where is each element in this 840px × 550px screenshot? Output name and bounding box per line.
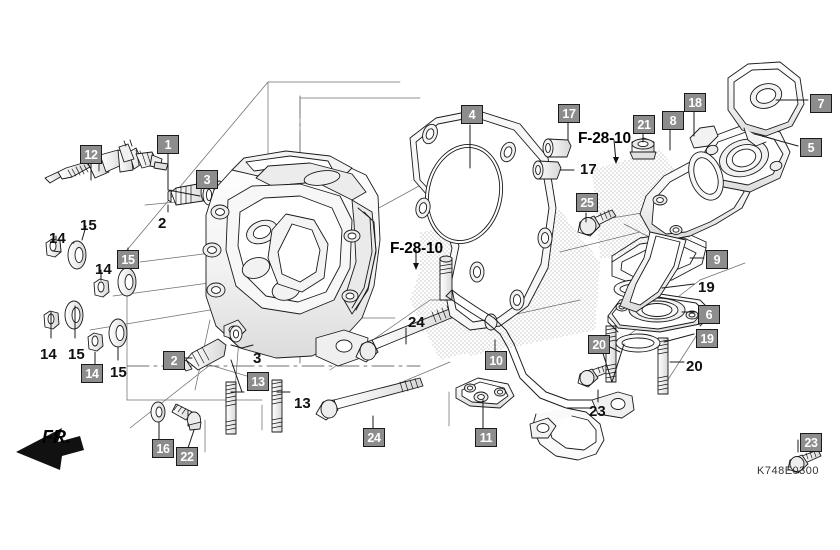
part-stud xyxy=(225,381,237,435)
part-label-9[interactable]: 9 xyxy=(706,250,728,269)
part-number-2: 2 xyxy=(158,215,167,232)
part-flange-bolt xyxy=(171,403,202,431)
washer xyxy=(117,267,137,297)
part-number-23: 23 xyxy=(589,403,606,420)
part-flange-bolt xyxy=(577,209,617,237)
part-label-8[interactable]: 8 xyxy=(662,111,684,130)
part-long-bolt xyxy=(355,305,457,363)
part-spark-plug xyxy=(44,139,169,184)
part-number-19: 19 xyxy=(698,279,715,296)
part-flange-nut xyxy=(629,137,657,160)
cross-reference-f-28-10[interactable]: F-28-10 xyxy=(578,130,631,147)
part-label-16[interactable]: 16 xyxy=(152,439,174,458)
part-label-19[interactable]: 19 xyxy=(696,329,718,348)
part-number-15: 15 xyxy=(68,346,85,363)
part-oring xyxy=(615,333,661,353)
part-long-bolt xyxy=(315,377,424,421)
part-insulator-outer xyxy=(727,61,805,147)
part-label-21[interactable]: 21 xyxy=(633,115,655,134)
part-number-15: 15 xyxy=(80,217,97,234)
part-label-25[interactable]: 25 xyxy=(576,193,598,212)
front-direction-arrow xyxy=(16,428,84,470)
part-number-17: 17 xyxy=(580,161,597,178)
part-label-22[interactable]: 22 xyxy=(176,447,198,466)
part-head-gasket xyxy=(409,109,557,331)
front-direction-label: FR. xyxy=(42,427,71,447)
cross-reference-f-28-10[interactable]: F-28-10 xyxy=(390,240,443,257)
washer xyxy=(108,318,128,348)
part-intake-manifold xyxy=(619,123,791,313)
part-label-2[interactable]: 2 xyxy=(163,351,185,370)
reference-stud xyxy=(439,255,453,301)
diagram-code: K748E0300 xyxy=(757,465,819,477)
part-label-17[interactable]: 17 xyxy=(558,104,580,123)
part-label-24[interactable]: 24 xyxy=(363,428,385,447)
part-label-18[interactable]: 18 xyxy=(684,93,706,112)
part-number-3: 3 xyxy=(253,350,262,367)
part-number-14: 14 xyxy=(49,230,66,247)
part-label-4[interactable]: 4 xyxy=(461,105,483,124)
part-flange-bolt xyxy=(787,449,822,474)
nut xyxy=(45,238,62,258)
part-cylinder-head xyxy=(202,150,381,367)
part-label-14[interactable]: 14 xyxy=(81,364,103,383)
part-label-23[interactable]: 23 xyxy=(800,433,822,452)
part-number-20: 20 xyxy=(686,358,703,375)
part-label-12[interactable]: 12 xyxy=(80,145,102,164)
part-dowel-pin xyxy=(542,138,572,158)
part-number-15: 15 xyxy=(110,364,127,381)
nut xyxy=(87,332,104,352)
part-stud xyxy=(271,379,283,433)
part-bracket-plate xyxy=(455,377,515,409)
part-label-7[interactable]: 7 xyxy=(810,94,832,113)
part-oring-lower xyxy=(229,325,243,343)
part-label-10[interactable]: 10 xyxy=(485,351,507,370)
part-number-13: 13 xyxy=(294,395,311,412)
part-number-14: 14 xyxy=(95,261,112,278)
washer xyxy=(64,300,84,330)
part-oil-pipe xyxy=(445,289,635,461)
part-stay xyxy=(689,125,719,149)
part-label-5[interactable]: 5 xyxy=(800,138,822,157)
part-label-11[interactable]: 11 xyxy=(475,428,497,447)
part-label-3[interactable]: 3 xyxy=(196,170,218,189)
part-number-14: 14 xyxy=(40,346,57,363)
part-washer-small xyxy=(150,401,166,423)
washer xyxy=(67,240,87,270)
part-number-24: 24 xyxy=(408,314,425,331)
part-label-15[interactable]: 15 xyxy=(117,250,139,269)
part-label-1[interactable]: 1 xyxy=(157,135,179,154)
part-label-6[interactable]: 6 xyxy=(698,305,720,324)
part-label-20[interactable]: 20 xyxy=(588,335,610,354)
part-label-13[interactable]: 13 xyxy=(247,372,269,391)
part-stud xyxy=(657,337,669,395)
part-dowel-pin xyxy=(532,160,562,180)
nut xyxy=(93,278,110,298)
